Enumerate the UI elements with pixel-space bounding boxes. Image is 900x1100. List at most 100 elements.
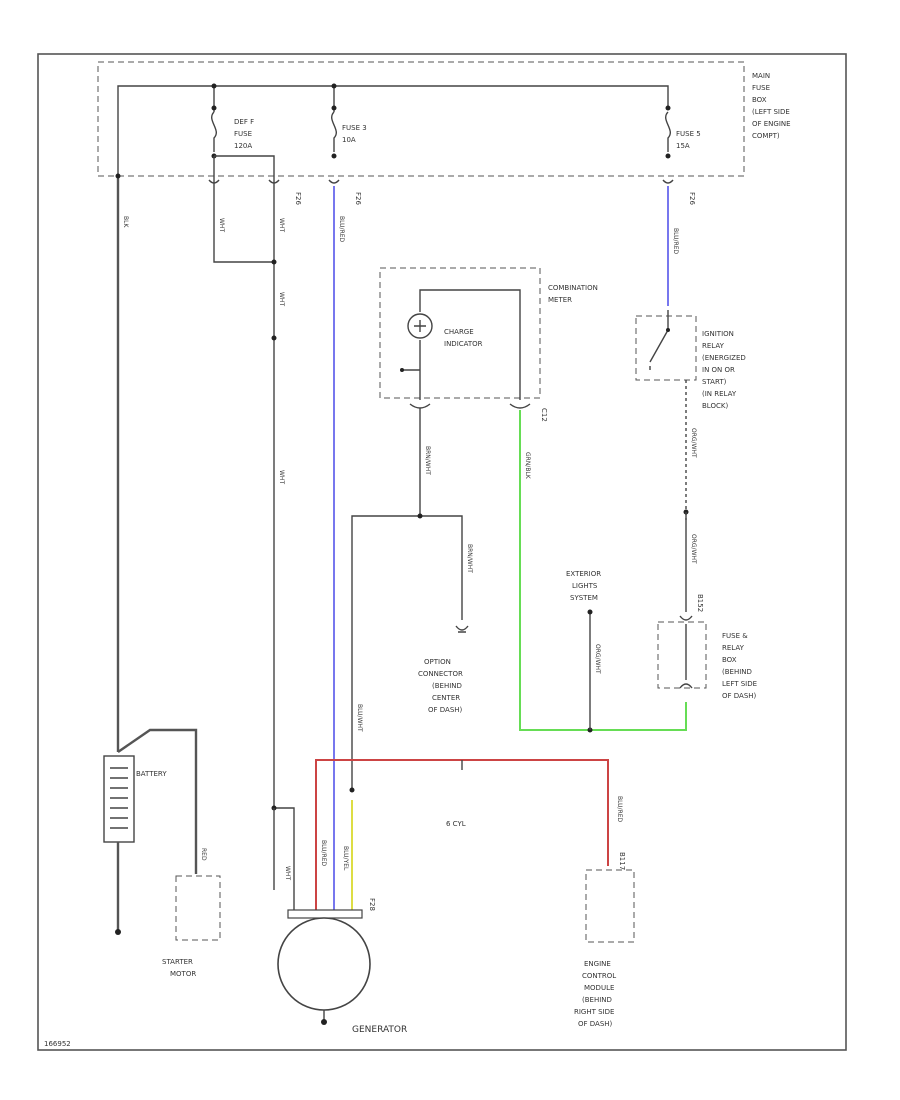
connector-f26a-symbol — [208, 179, 674, 184]
option-connector-label: OPTION CONNECTOR (BEHIND CENTER OF DASH) — [418, 658, 463, 714]
battery-symbol — [103, 755, 135, 843]
fuse-3-label: FUSE 3 10A — [342, 124, 367, 144]
fuse-relay-box-outline — [657, 621, 707, 689]
svg-text:RELAY: RELAY — [702, 342, 725, 350]
wire-wht-main — [273, 176, 295, 912]
junction-dot — [331, 105, 337, 111]
fuse-relay-box-connector — [679, 615, 693, 689]
svg-text:CONTROL: CONTROL — [582, 972, 616, 980]
fuse-5-label: FUSE 5 15A — [676, 130, 701, 150]
combination-meter-label: COMBINATION METER — [548, 284, 598, 304]
junction-dot — [271, 259, 277, 265]
wire-label-org-1: ORG/WHT — [690, 428, 697, 458]
svg-text:10A: 10A — [342, 136, 356, 144]
wire-label-org-2: ORG/WHT — [690, 534, 697, 564]
wire-label-blu-2: BLU/RED — [672, 228, 679, 255]
svg-text:FUSE: FUSE — [752, 84, 770, 92]
wire-label-blk-bat: BLK — [122, 216, 129, 228]
junction-dot — [271, 335, 277, 341]
connector-f26a-label: F26 — [294, 192, 302, 205]
wire-label-red-bat: RED — [200, 848, 207, 861]
svg-text:RELAY: RELAY — [722, 644, 745, 652]
junction-dot — [666, 328, 670, 332]
svg-text:(ENERGIZED: (ENERGIZED — [702, 354, 746, 362]
svg-text:(IN RELAY: (IN RELAY — [702, 390, 737, 398]
svg-text:IGNITION: IGNITION — [702, 330, 734, 338]
wire-red — [315, 759, 609, 912]
fuse-det-label: DEF F FUSE 120A — [234, 118, 254, 150]
wire-label-wht-2: WHT — [278, 218, 285, 232]
diagram-frame — [37, 53, 847, 1051]
svg-text:BOX: BOX — [722, 656, 737, 664]
wire-label-blk-gen: BLU/WHT — [356, 704, 363, 732]
combination-meter-outline — [379, 267, 541, 399]
connector-c12-symbol — [409, 403, 531, 409]
wire-label-red-ecm: BLU/RED — [616, 796, 623, 823]
fuse-3-symbol — [331, 111, 337, 152]
svg-text:OF DASH): OF DASH) — [578, 1020, 613, 1028]
connector-f26c-label: F26 — [688, 192, 696, 205]
svg-text:COMPT): COMPT) — [752, 132, 780, 140]
wire-label-yel-gen: BLU/YEL — [342, 846, 349, 871]
charge-indicator-filament — [414, 320, 426, 332]
wire-label-wht-1: WHT — [218, 218, 225, 232]
wire-label-wht-3: WHT — [278, 292, 285, 306]
footer-id: 166952 — [44, 1040, 71, 1048]
cyl-label: 6 CYL — [446, 820, 466, 828]
svg-text:EXTERIOR: EXTERIOR — [566, 570, 601, 578]
svg-text:CENTER: CENTER — [432, 694, 460, 702]
junction-dot — [331, 153, 337, 159]
svg-text:OPTION: OPTION — [424, 658, 451, 666]
connector-b152-label: B152 — [696, 594, 704, 612]
wire-label-blu-gen: BLU/RED — [320, 840, 327, 867]
fuse-det-symbol — [211, 111, 217, 152]
svg-text:CHARGE: CHARGE — [444, 328, 474, 336]
wire-fuse-det-out — [213, 156, 274, 263]
starter-motor-label: STARTER MOTOR — [162, 958, 196, 978]
charge-indicator-label: CHARGE INDICATOR — [444, 328, 483, 348]
svg-text:(BEHIND: (BEHIND — [582, 996, 612, 1004]
svg-text:120A: 120A — [234, 142, 252, 150]
connector-c12-label: C12 — [540, 408, 548, 422]
svg-text:DEF F: DEF F — [234, 118, 254, 126]
ignition-relay-outline — [635, 315, 697, 381]
svg-text:(BEHIND: (BEHIND — [722, 668, 752, 676]
fuse-box-bus — [117, 85, 669, 176]
svg-text:START): START) — [702, 378, 727, 386]
wire-label-brn-1: BRN/WHT — [424, 446, 431, 475]
svg-text:15A: 15A — [676, 142, 690, 150]
starter-motor-outline — [175, 875, 221, 941]
option-connector-symbol — [455, 625, 469, 633]
svg-text:(LEFT SIDE: (LEFT SIDE — [752, 108, 790, 116]
svg-text:CONNECTOR: CONNECTOR — [418, 670, 463, 678]
svg-text:RIGHT SIDE: RIGHT SIDE — [574, 1008, 614, 1016]
svg-text:LEFT SIDE: LEFT SIDE — [722, 680, 757, 688]
wire-label-org-3: ORG/WHT — [594, 644, 601, 674]
svg-text:INDICATOR: INDICATOR — [444, 340, 483, 348]
svg-text:FUSE: FUSE — [234, 130, 252, 138]
ignition-relay-switch — [649, 310, 669, 370]
engine-control-module-outline — [585, 869, 635, 943]
generator-label: GENERATOR — [352, 1025, 407, 1035]
svg-text:COMBINATION: COMBINATION — [548, 284, 598, 292]
wire-fuse-det-branch — [214, 155, 275, 176]
svg-text:IN ON OR: IN ON OR — [702, 366, 735, 374]
connector-f26b-label: F26 — [354, 192, 362, 205]
junction-dot — [400, 368, 404, 372]
junction-dot — [587, 609, 593, 615]
svg-text:LIGHTS: LIGHTS — [572, 582, 598, 590]
svg-text:MOTOR: MOTOR — [170, 970, 196, 978]
svg-text:OF DASH): OF DASH) — [722, 692, 757, 700]
battery-label: BATTERY — [136, 770, 167, 778]
ground-dot — [115, 929, 121, 935]
wire-green — [519, 410, 687, 731]
svg-text:(BEHIND: (BEHIND — [432, 682, 462, 690]
generator-symbol — [277, 917, 371, 1011]
junction-dot — [211, 105, 217, 111]
ground-dot — [321, 1019, 327, 1025]
main-fuse-box-label: MAIN FUSE BOX (LEFT SIDE OF ENGINE COMPT… — [752, 72, 791, 140]
junction-dot — [417, 513, 423, 519]
main-fuse-box-outline — [97, 61, 745, 177]
junction-dot — [211, 83, 217, 89]
